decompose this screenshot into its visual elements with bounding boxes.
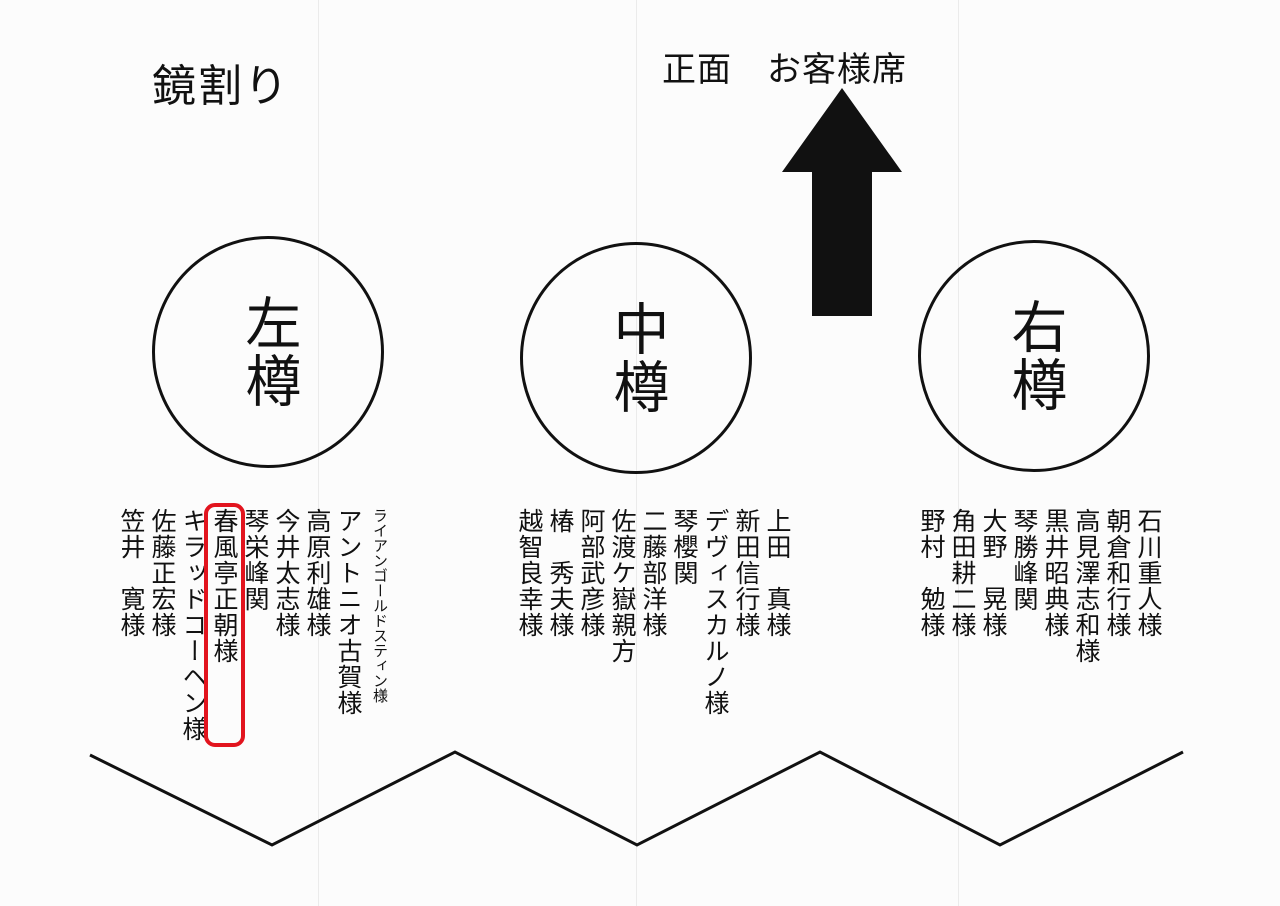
guest-name: 今井太志様 [272,508,301,638]
highlighted-guest-name: 春風亭正朝様 [204,503,245,747]
barrel-left-label: 左樽 [236,294,301,410]
names-left: ライアンゴールドスティン様 アントニオ古賀様 高原利雄様 今井太志様 琴栄峰関 … [116,503,395,747]
guest-name: 琴櫻関 [670,508,699,586]
guest-name: 琴栄峰関 [241,508,270,612]
fold-line [958,0,959,906]
guest-name: 上田 真様 [763,508,792,638]
up-arrow-icon [782,88,902,316]
guest-name: 阿部武彦様 [577,508,606,638]
guest-name: キラッドコーヘン様 [179,508,208,742]
guest-name: 石川重人様 [1134,508,1163,638]
front-seats-label: 正面 お客様席 [662,50,907,90]
guest-name: 大野 晃様 [979,508,1008,638]
page-title: 鏡割り [152,61,290,112]
guest-name: 朝倉和行様 [1103,508,1132,638]
barrel-center-label: 中樽 [604,300,669,416]
names-center: 上田 真様 新田信行様 デヴィスカルノ様 琴櫻関 二藤部洋様 佐渡ケ嶽親方 阿部… [514,508,793,716]
guest-name: 角田耕二様 [948,508,977,638]
guest-name: 高原利雄様 [303,508,332,638]
guest-name: 二藤部洋様 [639,508,668,638]
barrel-right-label: 右樽 [1002,298,1067,414]
barrel-right: 右樽 [918,240,1150,472]
guest-name: 佐藤正宏様 [148,508,177,638]
guest-name: アントニオ古賀様 [334,508,363,716]
guest-name: 越智良幸様 [515,508,544,638]
guest-name: 笠井 寛様 [117,508,146,638]
barrel-center: 中樽 [520,242,752,474]
barrel-left: 左樽 [152,236,384,468]
names-right: 石川重人様 朝倉和行様 高見澤志和様 黒井昭典様 琴勝峰関 大野 晃様 角田耕二… [916,508,1164,664]
guest-name: 琴勝峰関 [1010,508,1039,612]
guest-name: 新田信行様 [732,508,761,638]
guest-name: 黒井昭典様 [1041,508,1070,638]
guest-name: 高見澤志和様 [1072,508,1101,664]
guest-name: ライアンゴールドスティン様 [371,508,389,703]
guest-name: 佐渡ケ嶽親方 [608,508,637,664]
guest-name: 野村 勉様 [917,508,946,638]
guest-name: デヴィスカルノ様 [701,508,730,716]
guest-name: 椿 秀夫様 [546,508,575,638]
